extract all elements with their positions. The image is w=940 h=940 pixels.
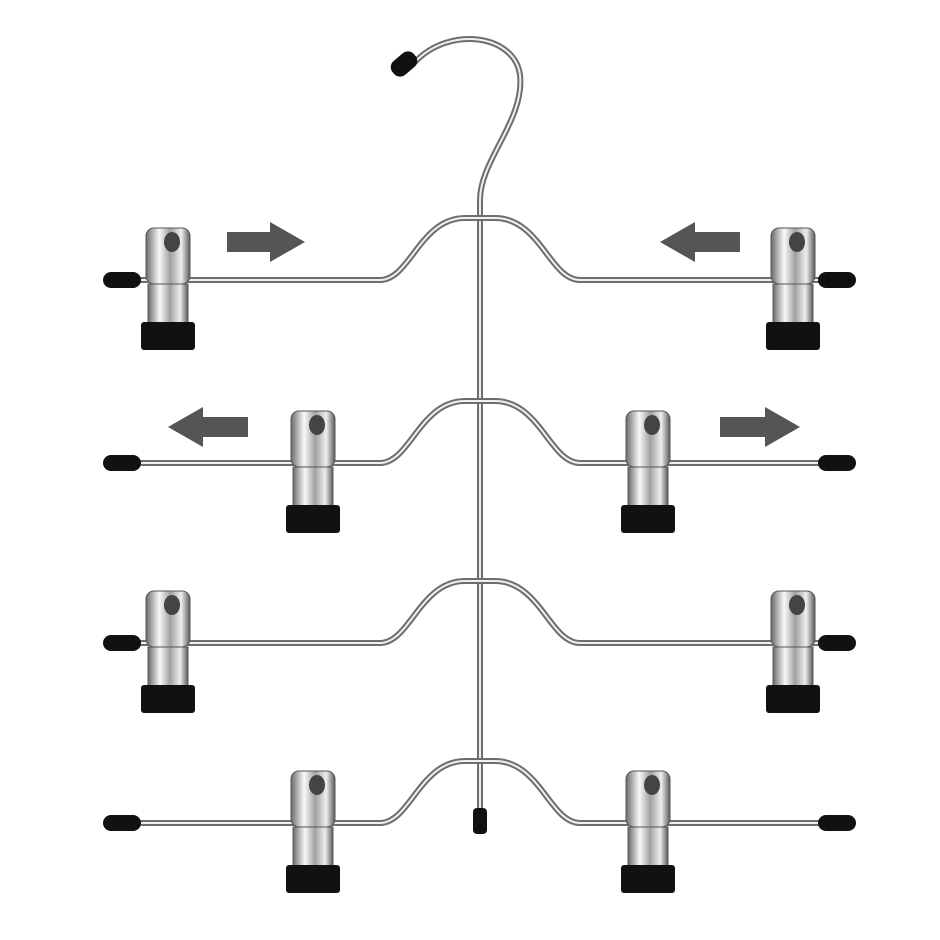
clip xyxy=(286,410,340,533)
bar-end-cap-right xyxy=(818,815,856,831)
hanger-tier-1 xyxy=(103,215,856,350)
bar-end-cap-left xyxy=(103,272,141,288)
clip-hole xyxy=(164,232,180,252)
bar-end-cap-right xyxy=(818,272,856,288)
clip-rubber-pad xyxy=(141,685,195,713)
clip-rubber-pad xyxy=(141,322,195,350)
hook-highlight xyxy=(414,38,522,830)
clip-rubber-pad xyxy=(766,685,820,713)
tier-bar-highlight xyxy=(110,217,850,281)
rod-end-cap xyxy=(473,808,487,834)
clip-rubber-pad xyxy=(621,865,675,893)
tier-bar-highlight xyxy=(110,400,850,464)
bar-end-cap-right xyxy=(818,455,856,471)
clip xyxy=(621,410,675,533)
arrow-right-icon xyxy=(227,222,305,262)
arrow-right-icon xyxy=(720,407,800,447)
clip-rubber-pad xyxy=(286,505,340,533)
hook-rod xyxy=(412,36,524,833)
clip-rubber-pad xyxy=(621,505,675,533)
clip-body xyxy=(292,466,334,508)
arrow-left-icon xyxy=(168,407,248,447)
clip-hole xyxy=(309,775,325,795)
clip-hole xyxy=(789,595,805,615)
bar-end-cap-left xyxy=(103,635,141,651)
clip xyxy=(286,770,340,893)
tier-bar-highlight xyxy=(110,580,850,644)
hanger-tier-4 xyxy=(103,758,856,893)
clip-hole xyxy=(644,775,660,795)
bar-end-cap-left xyxy=(103,455,141,471)
tier-bar-highlight xyxy=(110,760,850,824)
clip-body xyxy=(147,646,189,688)
bar-end-cap-left xyxy=(103,815,141,831)
clip xyxy=(141,227,195,350)
hanger-tier-2 xyxy=(103,398,856,533)
clip-hole xyxy=(164,595,180,615)
clip-hole xyxy=(644,415,660,435)
hook-end-cap xyxy=(390,51,418,77)
clip-body xyxy=(772,646,814,688)
bar-end-cap-right xyxy=(818,635,856,651)
clip-hole xyxy=(789,232,805,252)
clip-body xyxy=(627,466,669,508)
clip-body xyxy=(292,826,334,868)
clip-rubber-pad xyxy=(766,322,820,350)
clip-rubber-pad xyxy=(286,865,340,893)
arrow-left-icon xyxy=(660,222,740,262)
hanger-tier-3 xyxy=(103,578,856,713)
clip xyxy=(766,590,820,713)
clip xyxy=(621,770,675,893)
clip xyxy=(766,227,820,350)
clip-body xyxy=(772,283,814,325)
clip-body xyxy=(627,826,669,868)
clip xyxy=(141,590,195,713)
clip-hole xyxy=(309,415,325,435)
clip-body xyxy=(147,283,189,325)
